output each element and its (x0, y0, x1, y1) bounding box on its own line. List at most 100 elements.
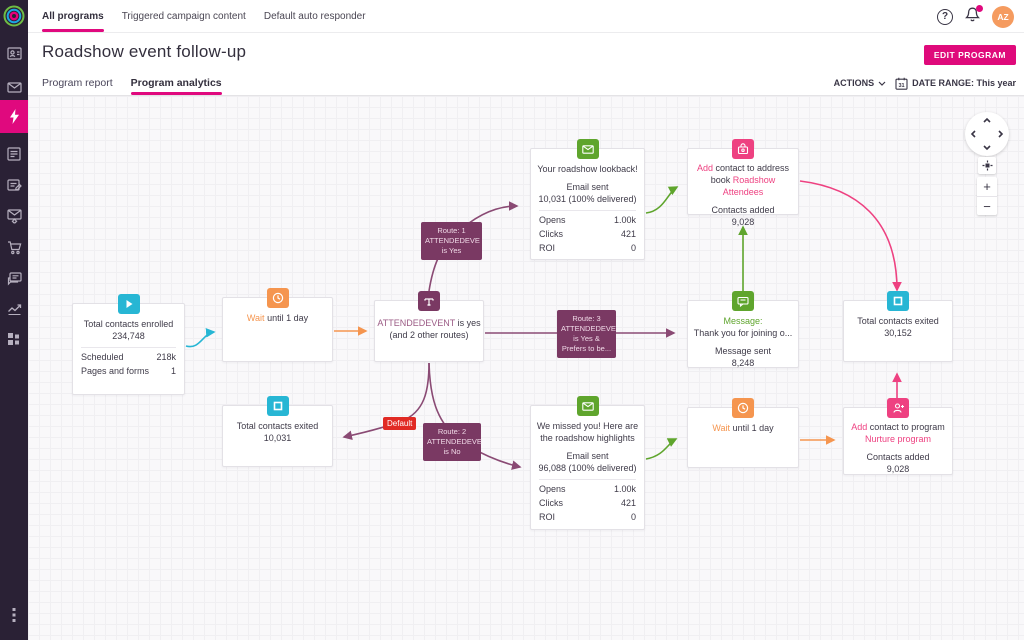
center-view-button[interactable] (978, 157, 996, 174)
edit-program-button[interactable]: EDIT PROGRAM (923, 45, 1016, 65)
stat-row: Clicks 421 (531, 227, 644, 241)
node-exit-top[interactable]: Total contacts exited 30,152 (843, 291, 953, 362)
wait-accent: Wait (712, 423, 731, 433)
divider (539, 210, 636, 211)
clock-icon (266, 288, 289, 308)
stat-row: Clicks 421 (531, 496, 644, 510)
more-kebab-icon[interactable] (0, 606, 28, 624)
stat-row: Scheduled 218k (73, 350, 184, 364)
person-add-icon (887, 398, 909, 418)
default-label: Default (387, 419, 413, 428)
avatar[interactable]: AZ (992, 5, 1014, 28)
node-title: Total contacts exited (857, 316, 939, 326)
title-bar: Roadshow event follow-up EDIT PROGRAM (28, 33, 1024, 70)
stat-value: 421 (620, 498, 636, 508)
pan-control[interactable] (965, 112, 1009, 156)
stat-row: Pages and forms 1 (73, 364, 184, 378)
decision-note: (and 2 other routes) (389, 330, 469, 340)
notifications-bell-icon[interactable] (964, 4, 983, 28)
node-value: 234,748 (112, 331, 145, 341)
badge-route-3: Route: 3 ATTENDEDEVE is Yes & Prefers to… (557, 310, 616, 358)
stop-icon (266, 396, 289, 416)
node-wait-1[interactable]: Wait until 1 day (222, 288, 333, 362)
node-add-to-address-book[interactable]: Add contact to address book Roadshow Att… (687, 139, 799, 227)
clock-icon (732, 398, 754, 418)
stat-label: ROI (539, 243, 556, 253)
automation-icon[interactable] (0, 100, 28, 133)
email-settings-icon[interactable] (0, 208, 28, 224)
node-title: Wait until 1 day (688, 422, 798, 434)
node-email-roadshow-lookback[interactable]: Your roadshow lookback! Email sent 10,03… (530, 139, 645, 260)
route-line: Prefers to be... (561, 344, 612, 353)
avatar-initials: AZ (997, 11, 1009, 22)
tab-default-auto-responder[interactable]: Default auto responder (264, 0, 366, 32)
decision-field: ATTENDEDEVENT (377, 318, 456, 328)
report-tab-bar: Program report Program analytics ACTIONS… (28, 70, 1024, 96)
node-value: 30,152 (884, 328, 912, 338)
zoom-in-button[interactable]: + (977, 177, 997, 196)
zoom-out-button[interactable]: − (977, 196, 997, 215)
dashboard-icon[interactable] (0, 331, 28, 346)
node-email-we-missed-you[interactable]: We missed you! Here are the roadshow hig… (530, 396, 645, 530)
tab-program-report[interactable]: Program report (42, 70, 113, 95)
divider (81, 347, 176, 348)
chat-icon[interactable] (0, 271, 28, 286)
node-value: 10,031 (263, 433, 292, 443)
branch-icon (418, 291, 440, 311)
envelope-icon (576, 396, 599, 416)
node-decision-attendedevent[interactable]: ATTENDEDEVENT is yes (and 2 other routes… (374, 291, 484, 362)
contacts-icon[interactable] (0, 45, 28, 61)
route-line: ATTENDEDEVE (427, 437, 482, 446)
help-icon[interactable]: ? (937, 8, 953, 25)
reports-icon[interactable] (0, 302, 28, 316)
center-icon (982, 160, 992, 171)
target-name: Nurture program (864, 434, 932, 444)
email-icon[interactable] (0, 80, 28, 94)
tab-triggered-campaign-content[interactable]: Triggered campaign content (122, 0, 246, 32)
forms-icon[interactable] (0, 146, 28, 161)
tab-program-analytics[interactable]: Program analytics (130, 70, 222, 95)
action-accent: Add (696, 163, 713, 173)
pan-right-icon (998, 130, 1004, 138)
badge-route-1: Route: 1 ATTENDEDEVE is Yes (421, 222, 482, 260)
date-range-picker[interactable]: 31 DATE RANGE: This year (895, 77, 1016, 90)
stat-value: 218k (156, 352, 176, 362)
play-icon (117, 294, 140, 314)
envelope-icon (576, 139, 599, 159)
route-line: Route: 1 (437, 226, 466, 235)
stat-value: 1.00k (613, 484, 636, 494)
node-exit-bottom[interactable]: Total contacts exited 10,031 (222, 396, 333, 467)
pan-left-icon (970, 130, 976, 138)
brand-logo[interactable] (0, 4, 28, 28)
action-text: contact to address book (710, 163, 790, 185)
divider (539, 479, 636, 480)
calendar-icon: 31 (895, 77, 908, 90)
route-line: ATTENDEDEVE (425, 236, 480, 245)
added-label: Contacts added (711, 205, 775, 215)
action-text: contact to program (869, 422, 945, 432)
node-title: We missed you! Here are the roadshow hig… (536, 421, 639, 443)
tab-all-programs[interactable]: All programs (42, 0, 104, 32)
stat-label: Clicks (539, 498, 563, 508)
action-accent: Add (851, 422, 868, 432)
landing-pages-icon[interactable] (0, 177, 28, 192)
stat-row: ROI 0 (531, 241, 644, 255)
stop-icon (887, 291, 909, 311)
stat-label: Pages and forms (81, 366, 150, 376)
node-total-enrolled[interactable]: Total contacts enrolled 234,748 Schedule… (72, 294, 185, 395)
added-label: Contacts added (866, 452, 930, 462)
message-icon (732, 291, 754, 311)
sent-label: Email sent (566, 451, 609, 461)
ecommerce-icon[interactable] (0, 240, 28, 255)
top-navigation: All programs Triggered campaign content … (28, 0, 1024, 33)
added-value: 9,028 (731, 217, 755, 227)
sent-value: 10,031 (100% delivered) (538, 194, 637, 204)
sent-label: Email sent (566, 182, 609, 192)
sent-value: 96,088 (100% delivered) (538, 463, 637, 473)
node-message-thank-you[interactable]: Message: Thank you for joining o... Mess… (687, 291, 799, 368)
stat-label: Scheduled (81, 352, 124, 362)
node-title: Add contact to address book Roadshow Att… (688, 162, 798, 198)
actions-dropdown[interactable]: ACTIONS (834, 78, 887, 88)
node-wait-2[interactable]: Wait until 1 day (687, 398, 799, 468)
node-add-to-program[interactable]: Add contact to program Nurture program C… (843, 398, 953, 475)
